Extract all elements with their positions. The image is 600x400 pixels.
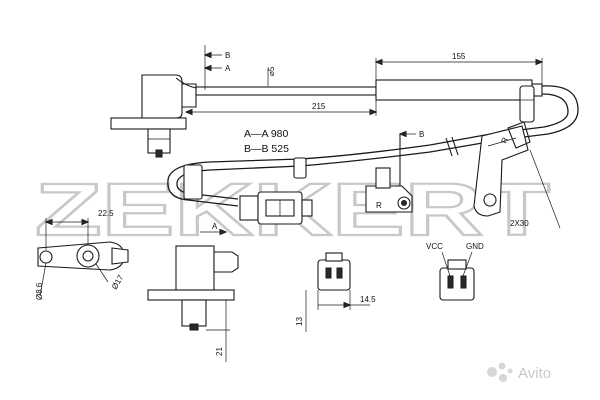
- cable-run: [167, 79, 579, 207]
- watermark-dot-1: [487, 367, 497, 377]
- marker-a-top: A: [225, 64, 231, 73]
- grommet-body: [519, 85, 535, 123]
- sensor-tip: [155, 149, 163, 158]
- mid-bracket-hole-center: [401, 200, 407, 206]
- marker-a-front: A: [212, 222, 218, 231]
- front-head: [175, 245, 215, 291]
- b-arrow: [203, 51, 212, 59]
- cable-tie-2: [293, 157, 307, 179]
- vcc-leader: [441, 251, 451, 277]
- dimension-13: 13: [295, 317, 304, 326]
- break-mark-1: [445, 137, 453, 157]
- connector-cap: [239, 195, 259, 221]
- marker-b-break: B: [419, 130, 424, 139]
- marker-r-middle: R: [376, 201, 382, 210]
- dimension-14-5: 14.5: [360, 295, 376, 304]
- dimension-2x30: 2X30: [510, 219, 529, 228]
- dim-22-5-arrow-left: [44, 218, 53, 226]
- cable-bend-outer: [499, 85, 579, 141]
- dimension-21: 21: [215, 347, 224, 356]
- marker-b-top: B: [225, 51, 230, 60]
- dimension-diameter-17: Ø17: [110, 273, 126, 291]
- dim-215-arrow-left: [184, 108, 193, 116]
- cable-sleeve: [375, 79, 533, 101]
- inline-connector: [183, 157, 313, 225]
- dimension-lines-top: B A ⌀5 155 215 B: [184, 45, 544, 139]
- front-probe-tip: [189, 323, 199, 331]
- dim-155-arrow-left: [374, 58, 383, 66]
- dim-14-5-arrow: [343, 301, 352, 309]
- length-a-a: A—A 980: [244, 128, 289, 140]
- break-mark-2: [451, 136, 459, 156]
- conn-pin-left: [325, 267, 332, 279]
- pin-label-vcc: VCC: [426, 242, 443, 251]
- flange-mount-hole: [39, 250, 53, 264]
- sensor-side-view: [110, 74, 197, 158]
- clip-spacing-line: [529, 149, 561, 229]
- sensor-head: [141, 74, 183, 119]
- conn-pin-right: [336, 267, 343, 279]
- cable-tie-1: [183, 164, 203, 200]
- pinout-latch: [447, 259, 467, 270]
- mid-bracket-clip: [375, 167, 391, 189]
- watermark-dot-3: [499, 374, 507, 382]
- connector-latch: [301, 199, 313, 217]
- mounting-bracket-right: R: [473, 121, 531, 217]
- dimension-155: 155: [452, 52, 466, 61]
- dimension-diameter-8-6: Ø8.6: [35, 282, 44, 300]
- bracket-fold: [487, 137, 517, 147]
- b-break-arrow: [398, 130, 407, 138]
- a-arrow: [203, 64, 212, 72]
- length-b-b: B—B 525: [244, 143, 289, 155]
- cable-grommet: [519, 85, 535, 123]
- lengths-note: A—A 980 B—B 525: [244, 128, 289, 155]
- bracket-hole: [483, 193, 497, 207]
- dim-8-6-leader: [39, 262, 47, 297]
- dim-22-5-arrow-right: [81, 218, 90, 226]
- mounting-bracket-middle: R: [365, 134, 413, 213]
- bracket-body: [473, 125, 529, 217]
- gnd-leader: [462, 251, 473, 277]
- cable-jacket: [195, 86, 377, 96]
- dim-155-arrow-right: [535, 58, 544, 66]
- flange-probe-inner: [82, 250, 94, 262]
- pinout-pin-vcc: [447, 275, 454, 289]
- flange-connector-stub: [111, 247, 129, 265]
- clip-spacing-dim: 2X30: [510, 149, 561, 229]
- pin-label-gnd: GND: [466, 242, 484, 251]
- avito-watermark: Avito: [487, 362, 551, 382]
- front-connector: [213, 251, 239, 273]
- pinout-outline: [439, 267, 475, 301]
- dimension-diameter-5: ⌀5: [267, 66, 276, 76]
- connector-face-view: 14.5 13: [295, 252, 376, 332]
- sensor-flange: [110, 117, 187, 130]
- dimension-22-5: 22.5: [98, 209, 114, 218]
- sensor-front-view: A 21: [147, 222, 239, 362]
- dimension-215: 215: [312, 102, 326, 111]
- pinout-connector: VCC GND: [426, 242, 484, 301]
- conn-face-latch: [325, 252, 343, 262]
- dim-215-arrow-right: [369, 108, 378, 116]
- sensor-probe: [147, 128, 171, 154]
- front-probe: [181, 299, 207, 327]
- watermark-dot-2: [498, 362, 506, 370]
- a-front-arrow: [219, 228, 228, 236]
- conn-face-outline: [317, 259, 351, 291]
- dim-17-leader: [95, 263, 109, 283]
- bracket-clip: [507, 121, 531, 149]
- marker-r-right: R: [500, 136, 511, 145]
- front-flange: [147, 289, 235, 301]
- pinout-pin-gnd: [460, 275, 467, 289]
- watermark-text: Avito: [518, 365, 551, 382]
- sensor-top-view: 22.5 Ø8.6 Ø17: [35, 209, 129, 300]
- cable-bend-inner: [495, 93, 569, 134]
- sensor-boot-curve: [175, 77, 197, 89]
- watermark-dot-4: [507, 368, 513, 374]
